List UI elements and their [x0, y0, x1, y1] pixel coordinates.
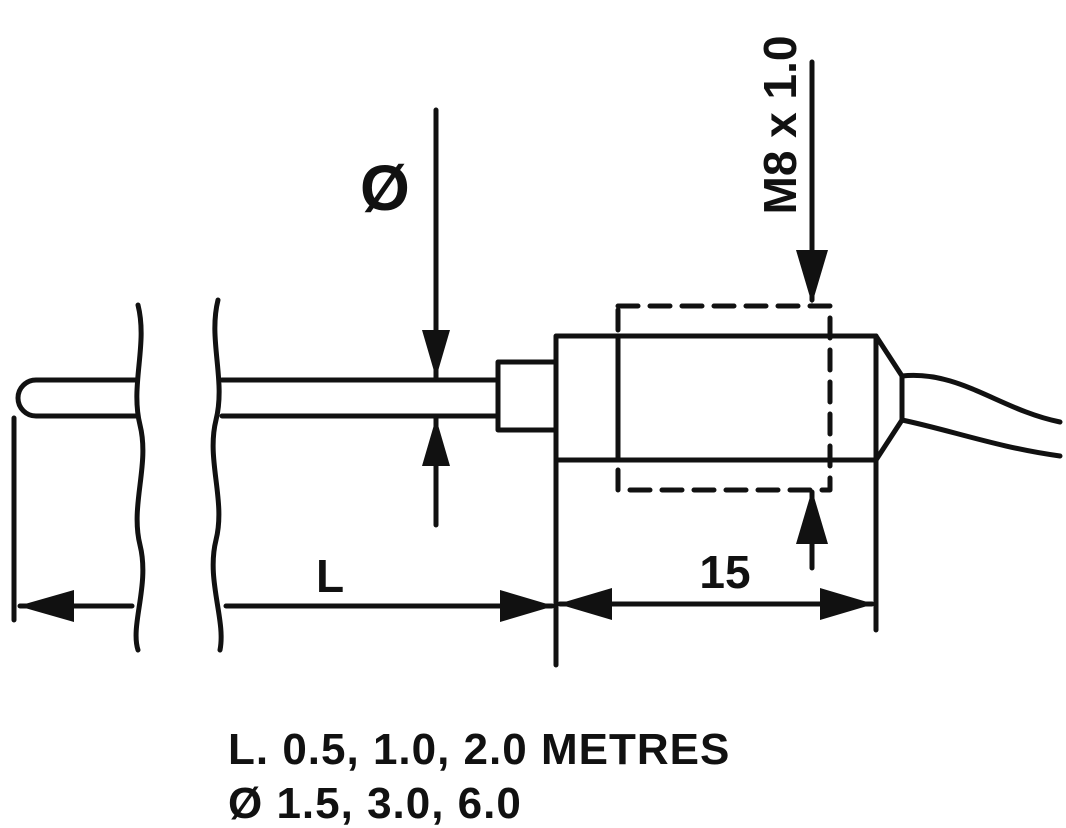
body-cone [873, 333, 905, 463]
thread-label: M8 x 1.0 [754, 36, 806, 215]
length-label: L [316, 550, 344, 602]
break-line-left [133, 302, 146, 653]
body-length-label: 15 [699, 546, 750, 598]
arrowhead-15-right [820, 588, 874, 620]
nut-dashed-outline [615, 303, 833, 493]
arrowhead-thread-down [796, 250, 828, 304]
probe-tip [15, 377, 139, 419]
arrowhead-15-left [558, 588, 612, 620]
diameter-label: Ø [360, 152, 410, 224]
arrowhead-l-right [500, 590, 554, 622]
sensor-body [553, 333, 879, 463]
probe-sheath [219, 377, 501, 419]
arrowhead-diameter-down [422, 330, 450, 378]
arrowhead-diameter-up [422, 418, 450, 466]
arrowhead-left [18, 590, 74, 622]
break-line-right [210, 297, 224, 653]
extension-lines [11, 59, 879, 668]
probe-collar [495, 359, 559, 433]
arrowhead-thread-up [796, 490, 828, 544]
cable [899, 372, 1063, 459]
caption-lengths: L. 0.5, 1.0, 2.0 METRES [228, 725, 731, 774]
caption-diameters: Ø 1.5, 3.0, 6.0 [228, 779, 522, 828]
